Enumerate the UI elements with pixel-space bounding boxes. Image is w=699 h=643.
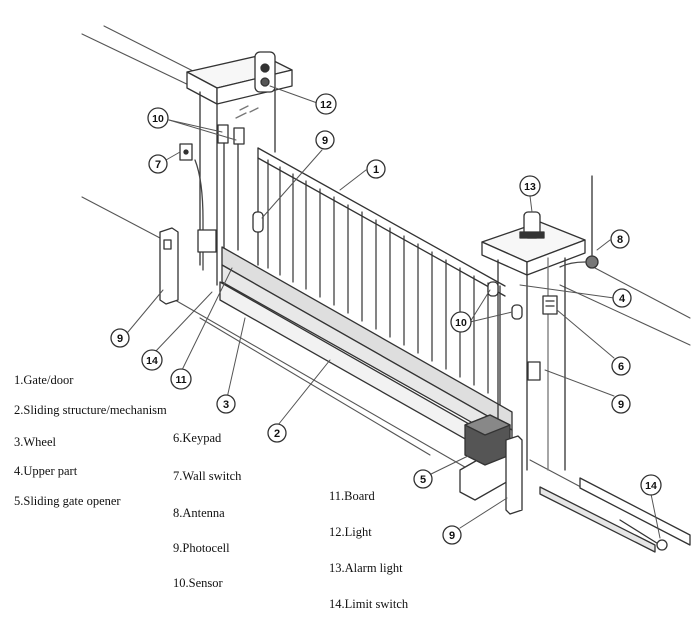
legend-item-4: 4.Upper part xyxy=(14,464,78,478)
callout-11: 11 xyxy=(170,368,192,390)
callout-11-label: 11 xyxy=(175,374,186,386)
wall-switch xyxy=(179,143,204,271)
callout-7: 7 xyxy=(148,154,168,174)
callout-9-left: 9 xyxy=(110,328,130,348)
callout-6: 6 xyxy=(611,356,631,376)
callout-9-top-label: 9 xyxy=(322,135,328,147)
legend-item-5: 5.Sliding gate opener xyxy=(14,494,121,508)
legend-item-11: 11.Board xyxy=(329,489,375,503)
left-sensors xyxy=(217,124,245,266)
callout-12-label: 12 xyxy=(320,99,332,111)
callout-9-bottom: 9 xyxy=(442,525,462,545)
callout-2-label: 2 xyxy=(274,428,280,440)
callout-4-label: 4 xyxy=(619,293,626,305)
background-wall-lines xyxy=(81,25,691,546)
callout-9-bottom-label: 9 xyxy=(449,530,455,542)
antenna xyxy=(559,175,599,269)
legend-item-6: 6.Keypad xyxy=(173,431,222,445)
callout-7-label: 7 xyxy=(155,159,161,171)
callout-5: 5 xyxy=(413,469,433,489)
callout-5-label: 5 xyxy=(420,474,426,486)
callout-14-right: 14 xyxy=(640,474,662,496)
gate-opener xyxy=(459,414,511,501)
gate-frame xyxy=(221,147,513,446)
callout-12: 12 xyxy=(315,93,337,115)
callout-3: 3 xyxy=(216,394,236,414)
callout-14-left: 14 xyxy=(141,349,163,371)
callout-1-label: 1 xyxy=(373,164,379,176)
leader-lines xyxy=(127,85,661,539)
callout-9-left-label: 9 xyxy=(117,333,123,345)
legend-item-13: 13.Alarm light xyxy=(329,561,403,575)
callouts: 1 2 3 4 5 6 7 8 9 9 9 9 10 10 11 12 xyxy=(110,93,662,545)
callout-14-left-label: 14 xyxy=(146,355,158,367)
callout-13-label: 13 xyxy=(524,181,536,193)
callout-2: 2 xyxy=(267,423,287,443)
callout-8-label: 8 xyxy=(617,234,623,246)
photocell-right xyxy=(527,361,541,381)
legend-item-8: 8.Antenna xyxy=(173,506,225,520)
legend-item-9: 9.Photocell xyxy=(173,541,230,555)
gate-photocell xyxy=(252,211,264,233)
callout-3-label: 3 xyxy=(223,399,229,411)
callout-6-label: 6 xyxy=(618,361,624,373)
legend-item-2: 2.Sliding structure/mechanism xyxy=(14,403,167,417)
callout-10-right-label: 10 xyxy=(455,317,467,329)
alarm-light xyxy=(519,211,545,239)
ground-rail xyxy=(219,281,691,553)
photocell-post-left xyxy=(159,227,179,305)
callout-9-right-label: 9 xyxy=(618,399,624,411)
callout-10-left-label: 10 xyxy=(152,113,164,125)
legend-item-14: 14.Limit switch xyxy=(329,597,409,611)
callout-8: 8 xyxy=(610,229,630,249)
callout-10-left: 10 xyxy=(147,107,169,129)
callout-14-right-label: 14 xyxy=(645,480,657,492)
legend-item-12: 12.Light xyxy=(329,525,372,539)
callout-13: 13 xyxy=(519,175,541,197)
legend-item-10: 10.Sensor xyxy=(173,576,223,590)
callout-1: 1 xyxy=(366,159,386,179)
right-pillar xyxy=(481,221,586,471)
callout-9-right: 9 xyxy=(611,394,631,414)
callout-4: 4 xyxy=(612,288,632,308)
legend-item-3: 3.Wheel xyxy=(14,435,56,449)
keypad xyxy=(542,295,558,315)
legend-item-7: 7.Wall switch xyxy=(173,469,242,483)
photocell-post-right xyxy=(505,435,523,515)
callout-10-right: 10 xyxy=(450,311,472,333)
callout-9-top: 9 xyxy=(315,130,335,150)
legend-item-1: 1.Gate/door xyxy=(14,373,74,387)
gate-bars xyxy=(267,159,489,394)
light-fixture xyxy=(254,51,276,93)
